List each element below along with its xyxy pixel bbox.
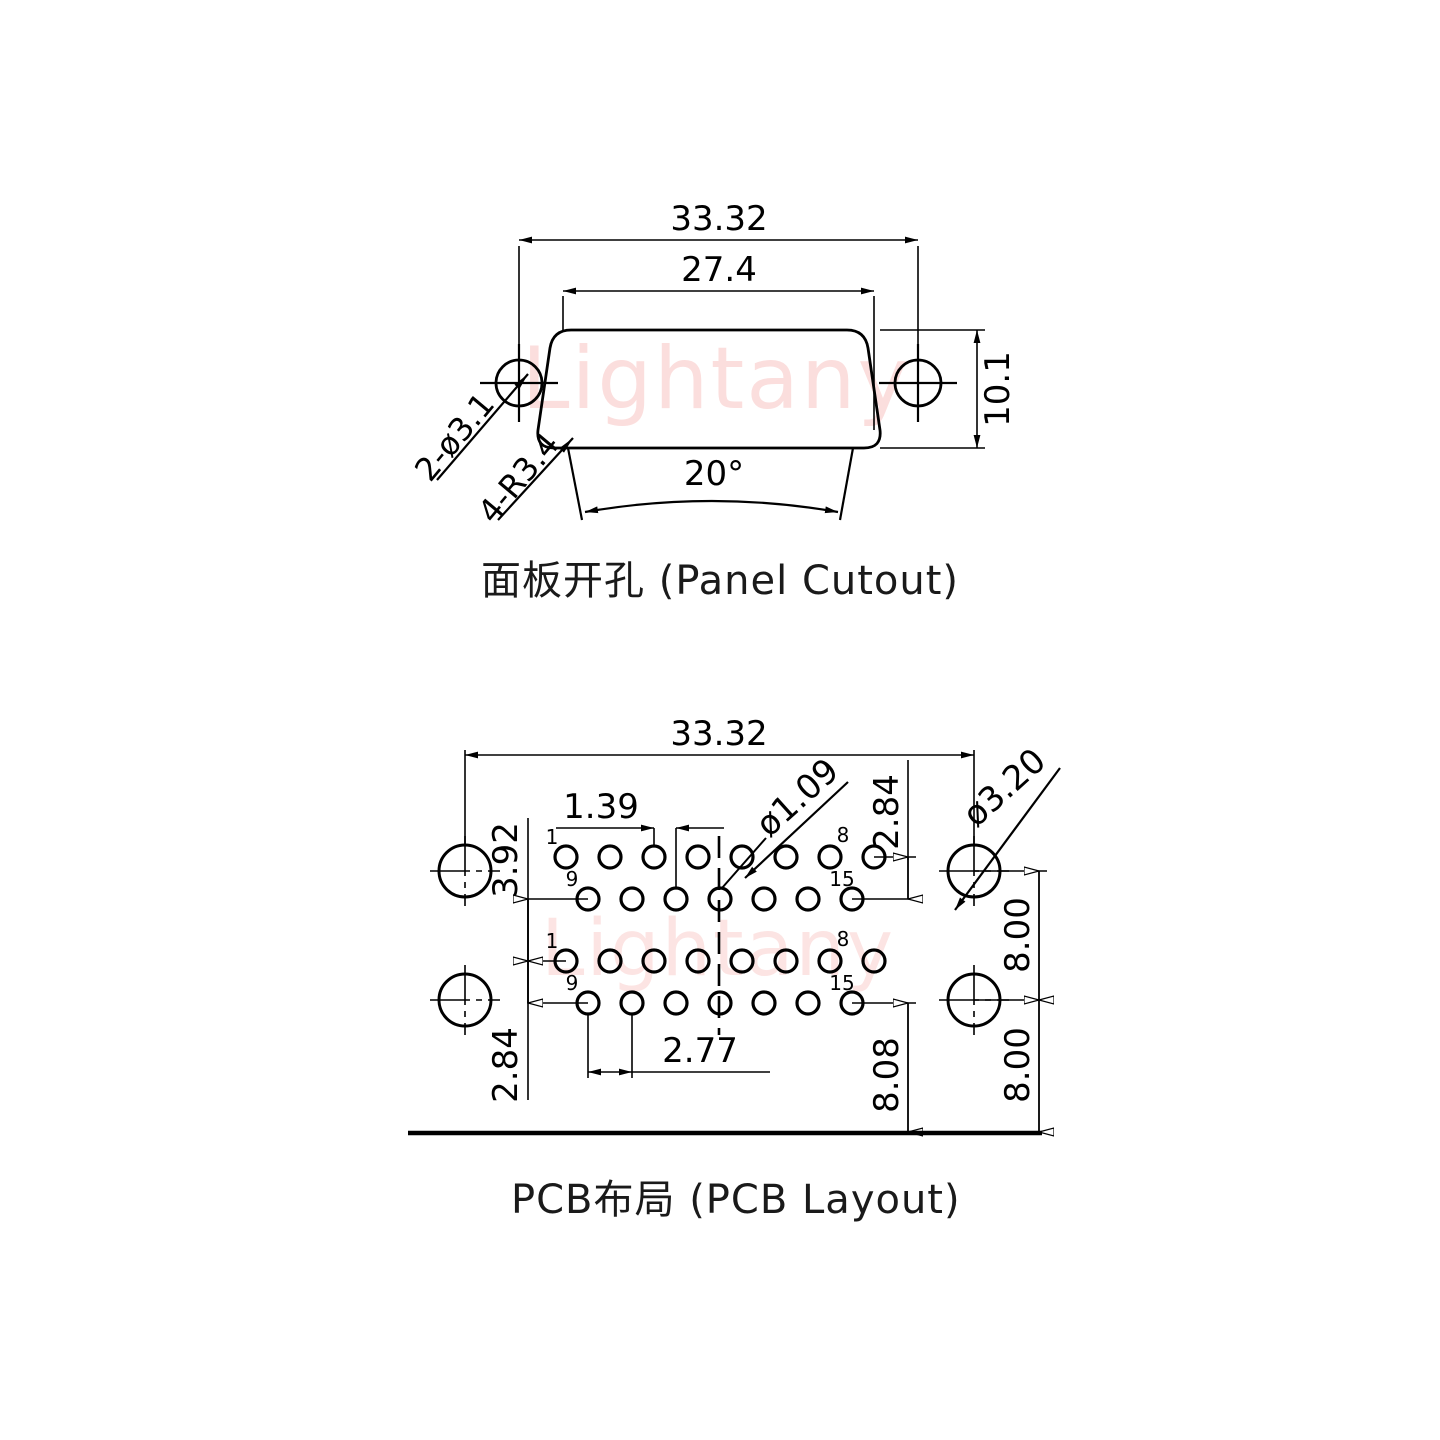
dim-panel-overall-width: 33.32 <box>670 199 767 239</box>
pcb-mount-hole-bottom-left <box>430 965 500 1035</box>
panel-cutout-caption: 面板开孔 (Panel Cutout) <box>481 558 960 604</box>
watermark: Lightany Lightany <box>522 329 911 994</box>
dim-pcb-group-gap: 2.84 <box>486 1027 526 1103</box>
panel-cutout-view <box>436 236 985 521</box>
pin-label-lower-a-first: 1 <box>546 929 559 953</box>
dim-pcb-row-pitch: 2.77 <box>662 1031 738 1071</box>
dim-pcb-row-offset: 1.39 <box>563 787 639 827</box>
panel-opening-outline <box>536 328 882 450</box>
pin-label-lower-b-last: 15 <box>829 971 854 995</box>
dim-pcb-bottom-offset: 8.08 <box>867 1037 907 1113</box>
watermark-text-panel: Lightany <box>522 329 911 429</box>
pcb-pin-row-a-upper <box>553 844 887 870</box>
dim-panel-angle: 20° <box>684 454 744 494</box>
dim-panel-corner-radius: 4-R3.4 <box>470 425 567 530</box>
dim-pcb-top-offset: 3.92 <box>486 822 526 898</box>
dim-pcb-row-vertical-pitch: 2.84 <box>867 774 907 850</box>
pin-label-upper-b-first: 9 <box>566 867 579 891</box>
dim-pcb-mount-spacing-lower: 8.00 <box>998 1027 1038 1103</box>
pin-label-upper-a-first: 1 <box>546 825 559 849</box>
pcb-layout-view <box>408 750 1061 1133</box>
pcb-layout-caption: PCB布局 (PCB Layout) <box>511 1177 961 1223</box>
dim-panel-screw-holes: 2-ø3.1 <box>407 386 502 489</box>
pcb-pin-row-a-lower <box>553 948 887 974</box>
dim-panel-opening-width: 27.4 <box>681 250 757 290</box>
pin-label-lower-b-first: 9 <box>566 971 579 995</box>
pin-label-upper-b-last: 15 <box>829 867 854 891</box>
panel-screw-hole-right <box>879 344 957 422</box>
dim-pcb-overall-width: 33.32 <box>670 714 767 754</box>
dim-panel-height: 10.1 <box>978 351 1018 427</box>
pin-label-upper-a-last: 8 <box>837 823 850 847</box>
watermark-text-pcb: Lightany <box>541 904 895 994</box>
pin-label-lower-a-last: 8 <box>837 927 850 951</box>
dim-pcb-mount-spacing-upper: 8.00 <box>998 897 1038 973</box>
